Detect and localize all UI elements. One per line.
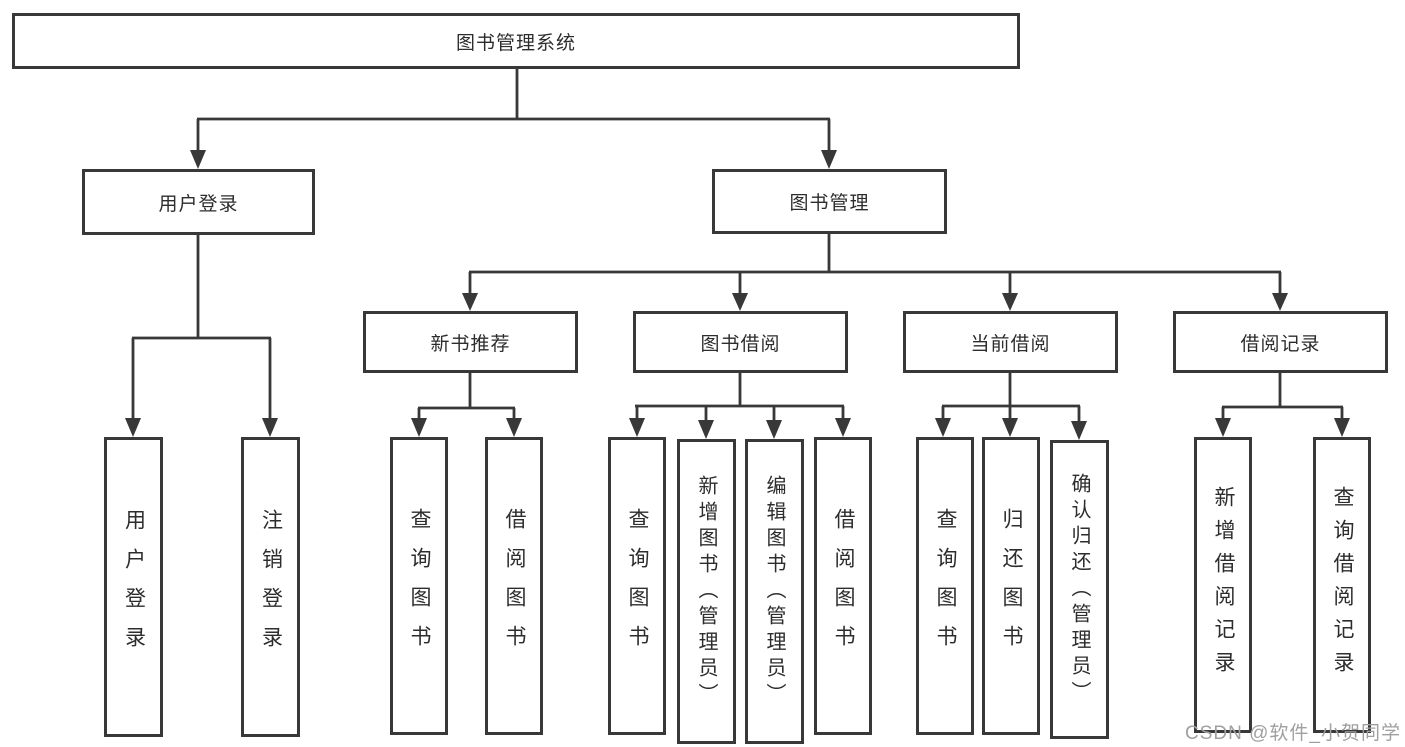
watermark: CSDN @软件_小贺同学	[1185, 723, 1401, 744]
leaf-query-books-current: 查询图书	[916, 437, 974, 735]
leaf-borrow-books-recommend-label: 借阅图书	[503, 508, 526, 664]
node-book-management-label: 图书管理	[789, 193, 870, 214]
node-library-system: 图书管理系统	[12, 13, 1020, 69]
node-library-system-label: 图书管理系统	[455, 32, 576, 54]
leaf-borrow-books-label: 借阅图书	[832, 508, 855, 664]
leaf-query-borrow-record: 查询借阅记录	[1313, 437, 1371, 733]
leaf-logout: 注销登录	[241, 437, 300, 737]
leaf-edit-book-admin: 编辑图书（管理员）	[745, 439, 804, 744]
leaf-user-login: 用户登录	[104, 437, 163, 737]
leaf-borrow-books: 借阅图书	[814, 437, 872, 735]
node-borrow-records-label: 借阅记录	[1240, 333, 1321, 355]
node-borrow-records: 借阅记录	[1173, 311, 1388, 373]
leaf-query-books-recommend-label: 查询图书	[408, 508, 431, 664]
node-new-book-recommend: 新书推荐	[363, 311, 578, 373]
node-book-borrow: 图书借阅	[633, 311, 848, 373]
node-user-login-label: 用户登录	[158, 193, 239, 215]
leaf-add-book-admin: 新增图书（管理员）	[677, 439, 736, 744]
leaf-add-borrow-record-label: 新增借阅记录	[1212, 486, 1235, 684]
leaf-add-borrow-record: 新增借阅记录	[1194, 437, 1252, 733]
leaf-add-book-admin-label: 新增图书（管理员）	[695, 474, 717, 709]
leaf-query-books-current-label: 查询图书	[934, 508, 957, 664]
leaf-borrow-books-recommend: 借阅图书	[485, 437, 543, 735]
node-book-management: 图书管理	[712, 169, 947, 234]
leaf-return-books-label: 归还图书	[1000, 508, 1023, 664]
node-current-borrow: 当前借阅	[903, 311, 1118, 373]
node-book-borrow-label: 图书借阅	[700, 333, 781, 355]
leaf-query-books-borrow: 查询图书	[608, 437, 666, 735]
leaf-user-login-label: 用户登录	[122, 509, 146, 665]
leaf-query-books-recommend: 查询图书	[390, 437, 448, 735]
node-user-login: 用户登录	[82, 169, 315, 235]
node-new-book-recommend-label: 新书推荐	[430, 333, 511, 355]
leaf-query-books-borrow-label: 查询图书	[626, 508, 649, 664]
leaf-confirm-return-admin: 确认归还（管理员）	[1050, 440, 1109, 739]
leaf-query-borrow-record-label: 查询借阅记录	[1331, 486, 1354, 684]
node-current-borrow-label: 当前借阅	[970, 333, 1051, 355]
leaf-return-books: 归还图书	[982, 437, 1040, 735]
leaf-logout-label: 注销登录	[259, 509, 283, 665]
leaf-confirm-return-admin-label: 确认归还（管理员）	[1068, 472, 1090, 707]
leaf-edit-book-admin-label: 编辑图书（管理员）	[763, 474, 785, 709]
